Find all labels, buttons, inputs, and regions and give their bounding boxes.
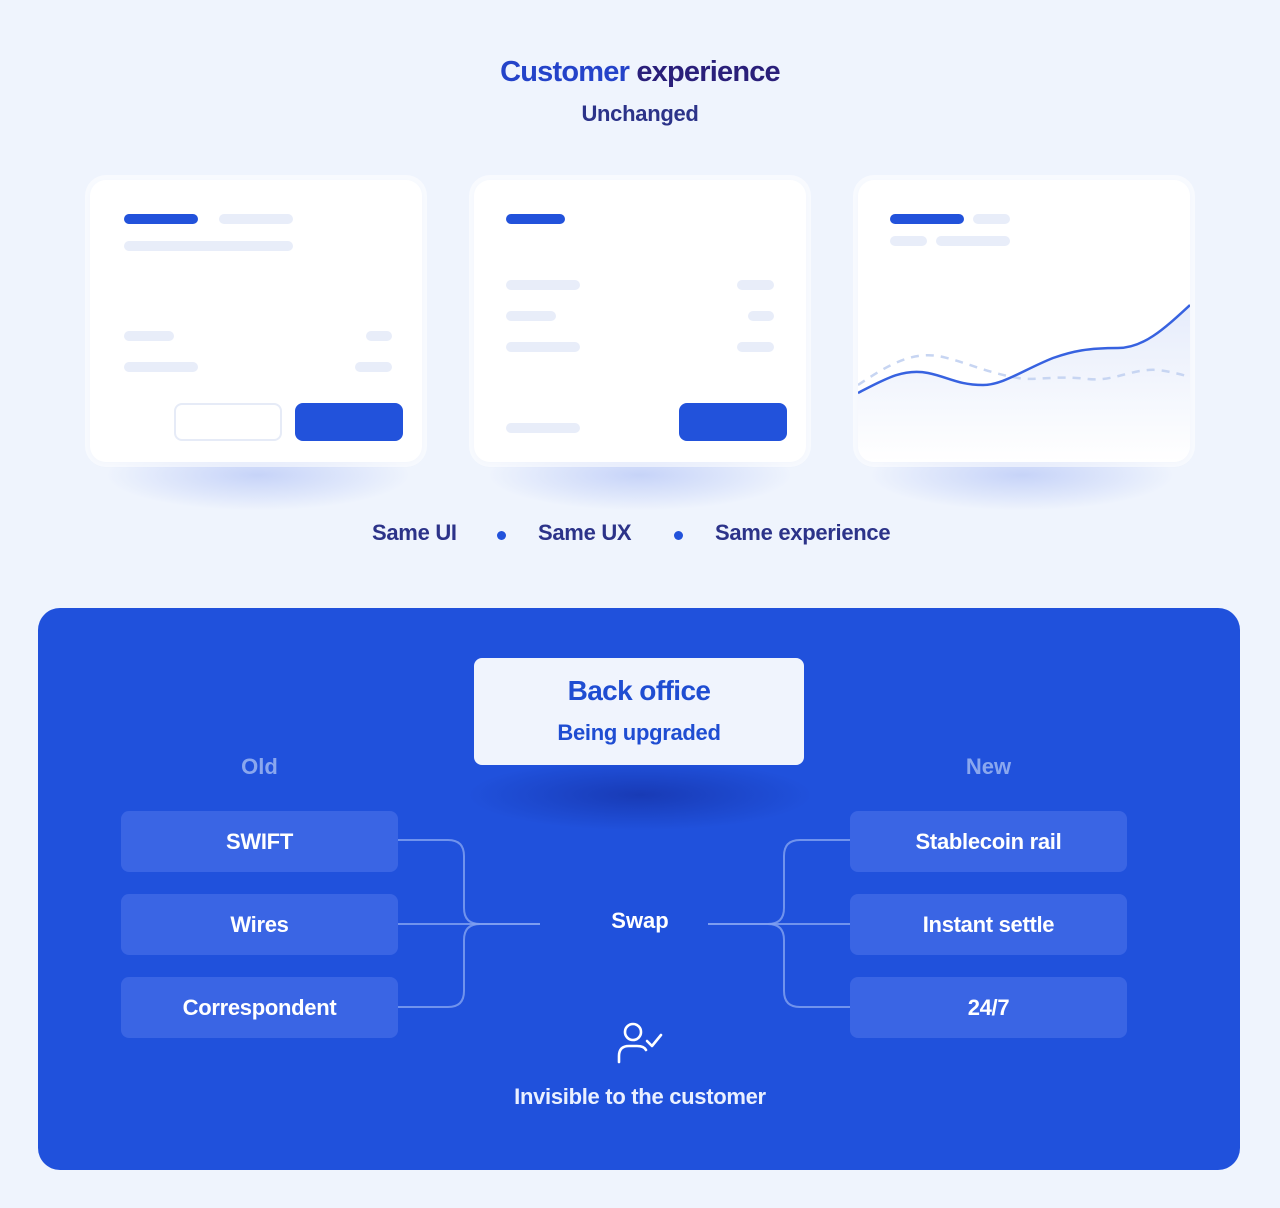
new-rail-24-7: 24/7 <box>850 977 1127 1038</box>
old-rail-swift: SWIFT <box>121 811 398 872</box>
tagline-same-ux: Same UX <box>538 520 632 545</box>
old-rail-correspondent: Correspondent <box>121 977 398 1038</box>
title-word-customer: Customer <box>500 56 630 88</box>
user-check-icon <box>617 1022 663 1064</box>
skeleton-bar <box>355 362 392 372</box>
skeleton-bar <box>506 423 580 433</box>
back-office-shadow <box>470 760 810 830</box>
new-rail-instant-settle: Instant settle <box>850 894 1127 955</box>
tagline-same-ui: Same UI <box>372 520 457 545</box>
ui-mock-card-chart <box>858 180 1190 462</box>
tagline-same-experience: Same experience <box>715 520 891 545</box>
old-rail-wires: Wires <box>121 894 398 955</box>
tagline-row: Same UI Same UX Same experience <box>0 520 1280 552</box>
swap-label: Swap <box>611 908 669 933</box>
skeleton-bar <box>890 214 964 224</box>
mock-line-chart <box>858 304 1190 462</box>
mock-primary-button <box>679 403 787 441</box>
title-word-experience: experience <box>636 56 780 88</box>
new-rail-stablecoin: Stablecoin rail <box>850 811 1127 872</box>
skeleton-bar <box>506 280 580 290</box>
separator-dot <box>497 531 506 540</box>
new-column-label: New <box>965 754 1012 779</box>
skeleton-bar <box>748 311 774 321</box>
ui-mock-card-form <box>90 180 422 462</box>
back-office-subtitle: Being upgraded <box>557 720 721 745</box>
skeleton-bar <box>973 214 1010 224</box>
skeleton-bar <box>506 311 556 321</box>
skeleton-bar <box>936 236 1010 246</box>
skeleton-bar <box>219 214 293 224</box>
chart-solid-line <box>858 304 1190 395</box>
skeleton-bar <box>124 362 198 372</box>
chart-area-fill <box>858 305 1190 462</box>
skeleton-bar <box>366 331 392 341</box>
mock-secondary-button <box>174 403 282 441</box>
skeleton-bar <box>890 236 927 246</box>
skeleton-bar <box>506 342 580 352</box>
skeleton-bar <box>737 280 774 290</box>
skeleton-bar <box>124 331 174 341</box>
footer-caption: Invisible to the customer <box>514 1084 766 1109</box>
page-title: Customer experience <box>0 56 1280 89</box>
skeleton-bar <box>506 214 565 224</box>
skeleton-bar <box>124 214 198 224</box>
page-subtitle: Unchanged <box>581 101 699 126</box>
separator-dot <box>674 531 683 540</box>
old-column-label: Old <box>241 754 278 779</box>
ui-mock-card-list <box>474 180 806 462</box>
mock-primary-button <box>295 403 403 441</box>
skeleton-bar <box>737 342 774 352</box>
skeleton-bar <box>124 241 293 251</box>
back-office-card: Back office Being upgraded <box>474 658 804 765</box>
chart-dashed-line <box>858 354 1190 387</box>
back-office-title: Back office <box>567 675 711 706</box>
